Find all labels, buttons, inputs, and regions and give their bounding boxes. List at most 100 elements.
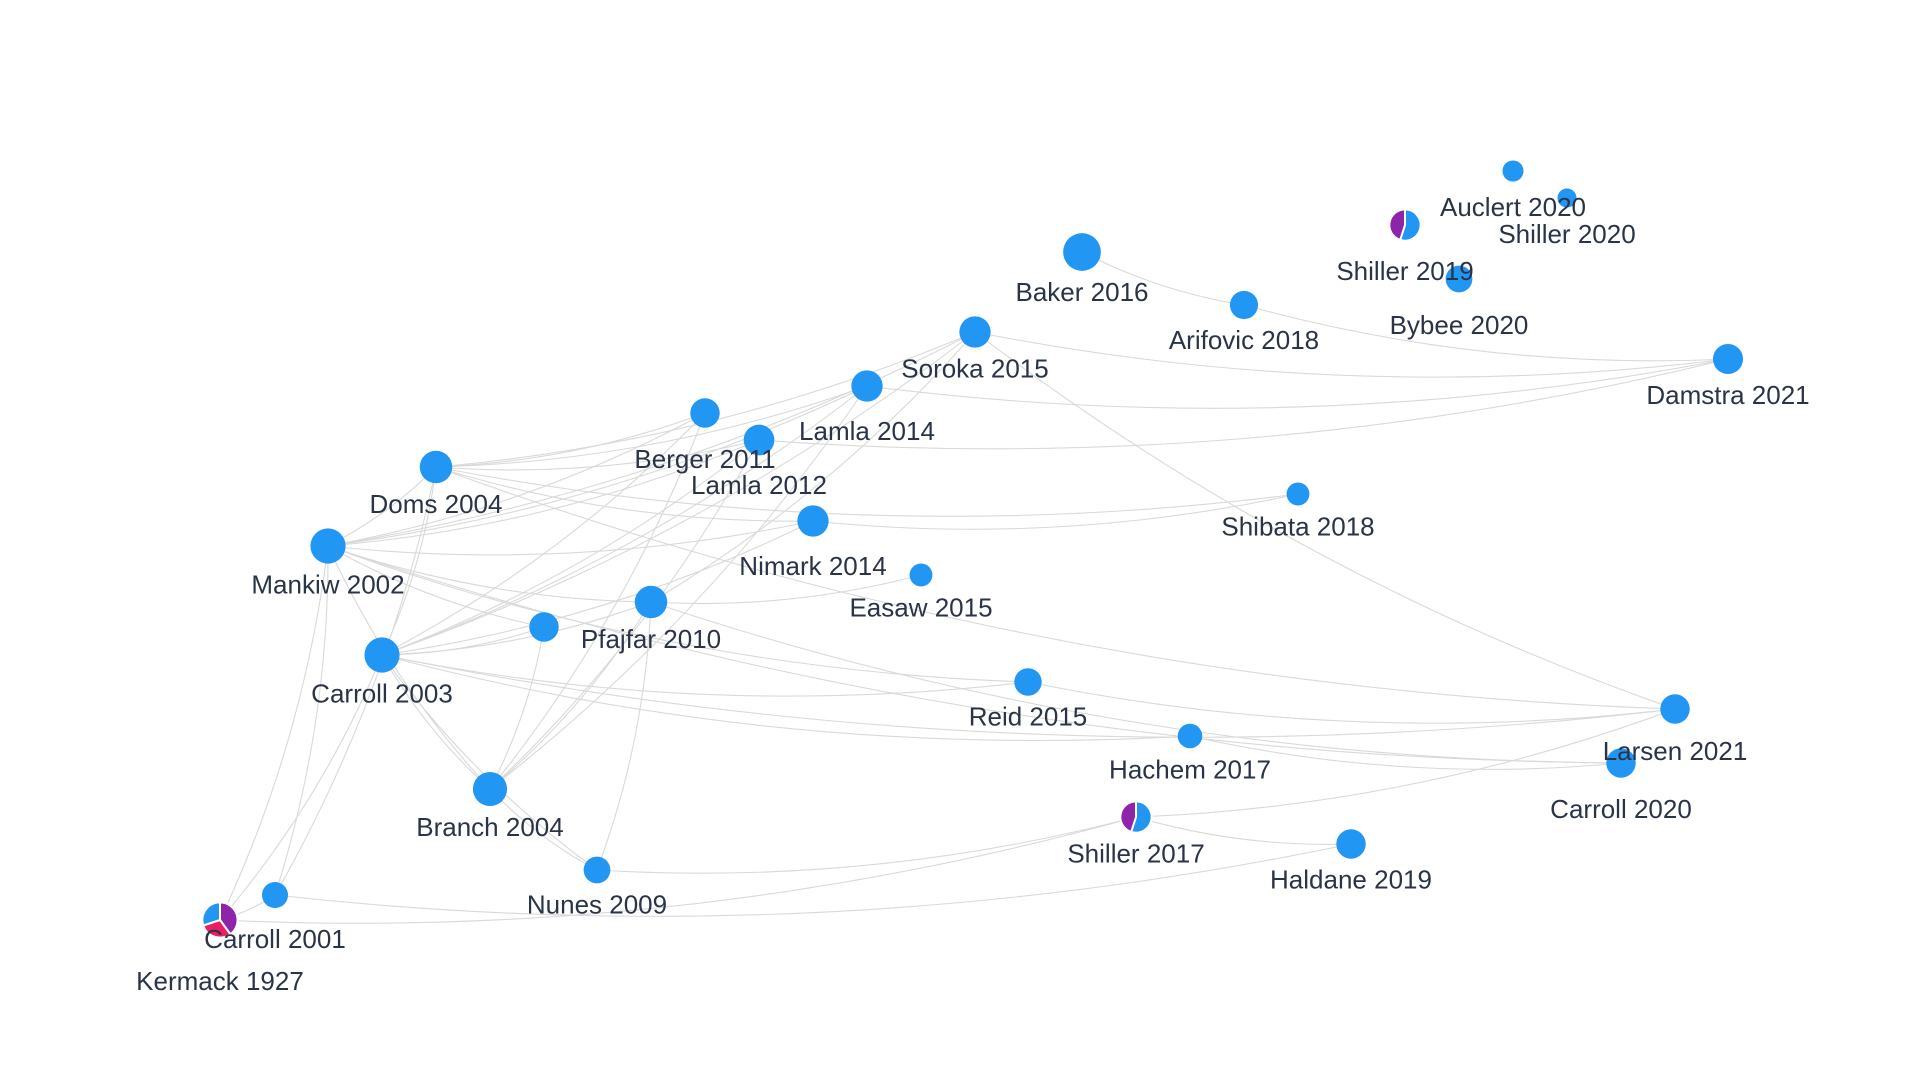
- node-label-nimark-2014: Nimark 2014: [739, 551, 886, 581]
- paper-node-reid-2015[interactable]: [1014, 668, 1042, 696]
- node-circle: [1063, 233, 1101, 271]
- node-circle: [1445, 265, 1473, 293]
- node-label-larsen-2021: Larsen 2021: [1603, 736, 1748, 766]
- node-label-shibata-2018: Shibata 2018: [1221, 511, 1374, 541]
- citation-edge: [381, 520, 814, 656]
- node-label-branch-2004: Branch 2004: [416, 812, 563, 842]
- citation-edge: [327, 520, 814, 556]
- node-pie-slice: [1119, 800, 1137, 834]
- paper-node-shiller-2017[interactable]: [1119, 800, 1153, 834]
- node-pie-slice: [202, 918, 232, 939]
- citation-edge: [435, 412, 706, 468]
- paper-node-arifovic-2018[interactable]: [1229, 290, 1259, 320]
- paper-node-lamla-2014[interactable]: [851, 370, 883, 402]
- node-label-easaw-2015: Easaw 2015: [849, 592, 992, 622]
- citation-edge: [219, 816, 1137, 924]
- citation-edge: [274, 545, 329, 896]
- edge-layer: [219, 251, 1729, 924]
- citation-edge: [381, 412, 706, 656]
- node-circle: [1606, 748, 1636, 778]
- node-label-nunes-2009: Nunes 2009: [527, 889, 667, 919]
- node-circle: [1229, 290, 1259, 320]
- paper-node-bybee-2020[interactable]: [1445, 265, 1473, 293]
- citation-edge: [274, 843, 1352, 917]
- paper-node-hachem-2017[interactable]: [1177, 723, 1203, 749]
- node-label-damstra-2021: Damstra 2021: [1646, 380, 1809, 410]
- citation-edge: [650, 574, 922, 605]
- citation-edge: [327, 439, 760, 547]
- node-circle: [743, 424, 775, 456]
- citation-edge: [489, 412, 706, 790]
- paper-node-carroll-2001[interactable]: [261, 881, 289, 909]
- node-circle: [909, 563, 933, 587]
- node-label-carroll-2020: Carroll 2020: [1550, 794, 1692, 824]
- paper-node-damstra-2021[interactable]: [1712, 343, 1744, 375]
- node-label-carroll-2003: Carroll 2003: [311, 679, 453, 709]
- paper-node-shibata-2018[interactable]: [1286, 482, 1310, 506]
- node-label-bybee-2020: Bybee 2020: [1390, 310, 1529, 340]
- paper-node-shiller-2020[interactable]: [1557, 188, 1577, 208]
- node-label-carroll-2001: Carroll 2001: [204, 924, 346, 954]
- citation-edge: [758, 358, 1729, 450]
- citation-edge: [489, 601, 652, 790]
- node-label-pfajfar-2010: Pfajfar 2010: [581, 624, 721, 654]
- citation-edge: [1027, 681, 1676, 724]
- node-label-shiller-2019: Shiller 2019: [1336, 256, 1473, 286]
- paper-node-auclert-2020[interactable]: [1502, 160, 1524, 182]
- node-circle: [261, 881, 289, 909]
- node-circle: [529, 612, 559, 642]
- citation-edge: [1189, 735, 1622, 770]
- citation-edge: [1135, 816, 1352, 845]
- node-circle: [1177, 723, 1203, 749]
- node-label-soroka-2015: Soroka 2015: [901, 354, 1048, 384]
- citation-edge: [974, 331, 1676, 710]
- paper-node-branch-2004[interactable]: [472, 771, 508, 807]
- citation-edge: [974, 331, 1729, 378]
- citation-edge: [489, 626, 545, 790]
- node-label-shiller-2017: Shiller 2017: [1067, 839, 1204, 869]
- paper-node-carroll-2020[interactable]: [1606, 748, 1636, 778]
- citation-edge: [812, 493, 1299, 530]
- paper-node-pfajfar-2010[interactable]: [634, 585, 668, 619]
- node-label-mankiw-2002: Mankiw 2002: [251, 570, 404, 600]
- citation-edge: [327, 545, 1029, 683]
- paper-node-soroka-2015[interactable]: [959, 316, 991, 348]
- node-label-arifovic-2018: Arifovic 2018: [1169, 325, 1319, 355]
- node-label-baker-2016: Baker 2016: [1016, 277, 1149, 307]
- paper-node-larsen-2021[interactable]: [1660, 694, 1690, 724]
- paper-node-nunes-2009[interactable]: [583, 856, 611, 884]
- paper-node-haldane-2019[interactable]: [1336, 829, 1366, 859]
- node-circle: [583, 856, 611, 884]
- citation-edge: [327, 545, 491, 790]
- citation-edge: [381, 654, 1676, 738]
- citation-edge: [866, 358, 1729, 409]
- citation-edge: [381, 654, 598, 871]
- node-circle: [472, 771, 508, 807]
- paper-node-berger-2011[interactable]: [690, 398, 720, 428]
- citation-edge: [381, 466, 437, 656]
- citation-edge: [219, 545, 329, 921]
- paper-node-mankiw-2002[interactable]: [310, 528, 346, 564]
- paper-node-carroll-2003[interactable]: [364, 637, 400, 673]
- paper-node-lamla-2012[interactable]: [743, 424, 775, 456]
- citation-edge: [327, 385, 868, 547]
- citation-edge: [650, 601, 1622, 764]
- paper-node-kermack-1927[interactable]: [201, 901, 239, 939]
- paper-node-shiller-2019[interactable]: [1388, 208, 1422, 242]
- citation-edge: [435, 466, 814, 522]
- node-circle: [959, 316, 991, 348]
- citation-edge: [327, 331, 976, 547]
- node-label-berger-2011: Berger 2011: [634, 444, 775, 474]
- paper-node-nimark-2014[interactable]: [797, 505, 829, 537]
- node-circle: [1286, 482, 1310, 506]
- node-pie-slice: [1388, 208, 1406, 242]
- paper-node-easaw-2015[interactable]: [909, 563, 933, 587]
- paper-node-doms-2004[interactable]: [419, 450, 453, 484]
- citation-edge: [381, 654, 1029, 697]
- paper-node-baker-2016[interactable]: [1063, 233, 1101, 271]
- citation-edge: [489, 385, 868, 790]
- node-circle: [364, 637, 400, 673]
- paper-node-pfajfar-2010b[interactable]: [529, 612, 559, 642]
